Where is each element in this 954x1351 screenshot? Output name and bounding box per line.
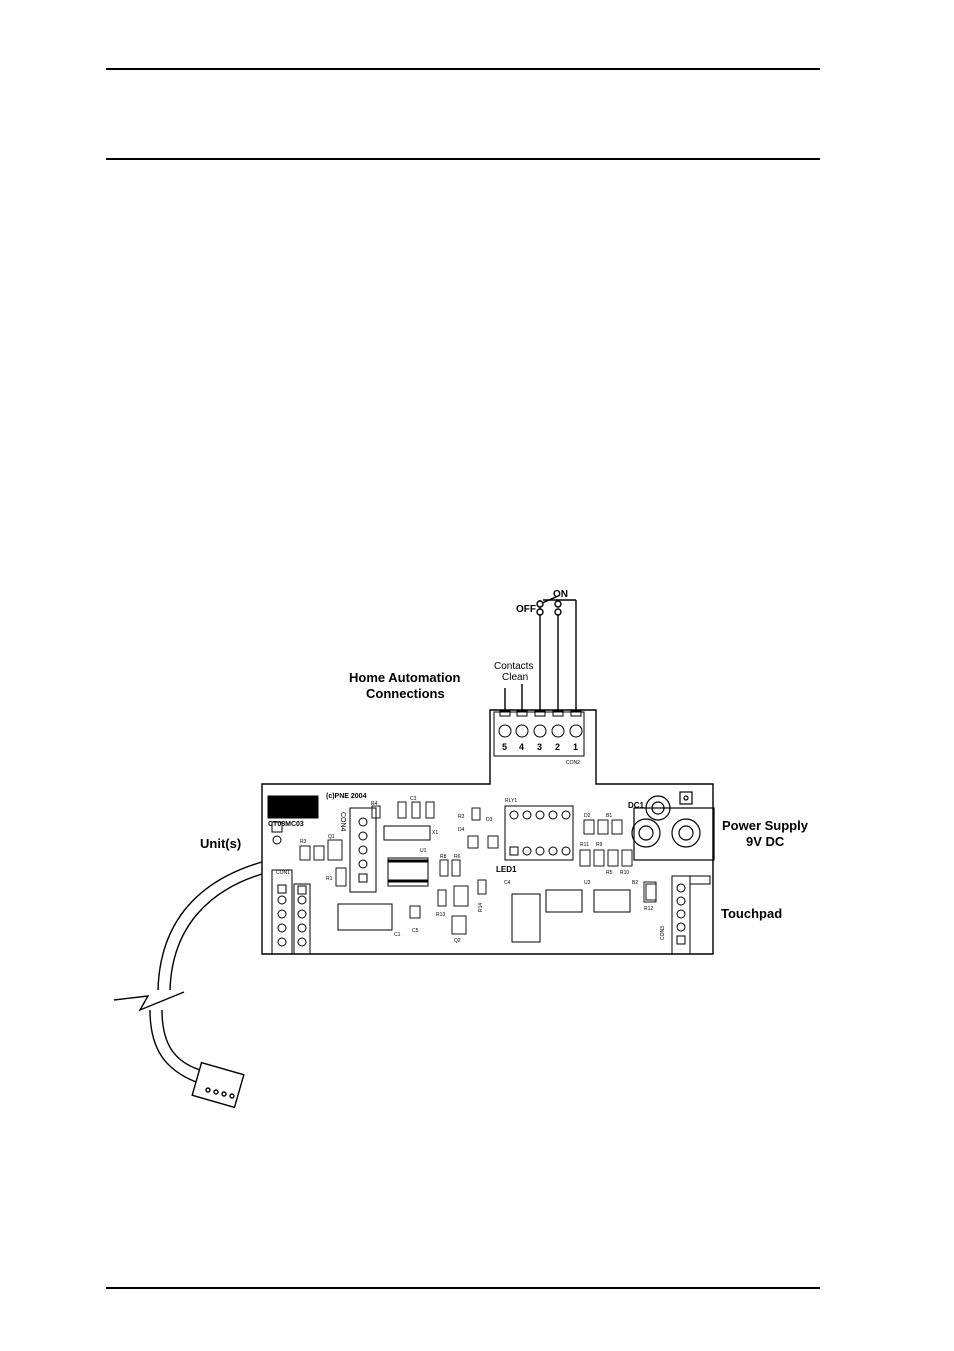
- label-c1: C1: [394, 932, 401, 938]
- label-home-automation: Home Automation: [349, 670, 461, 685]
- label-r10: R10: [620, 870, 629, 876]
- label-power-supply: Power Supply: [722, 818, 809, 833]
- terminal-number-4: 4: [519, 742, 524, 752]
- label-con2: CON2: [566, 760, 580, 766]
- label-r12: R12: [644, 906, 653, 912]
- label-con1: CON1: [276, 870, 290, 876]
- unit-headers: [271, 807, 377, 955]
- label-dc1: DC1: [628, 801, 645, 810]
- label-r6: R6: [454, 854, 461, 860]
- label-r11: R11: [580, 842, 589, 848]
- label-r5: R5: [606, 870, 613, 876]
- terminal-number-5: 5: [502, 742, 507, 752]
- label-d4: D4: [458, 827, 465, 833]
- switch-wiring: [504, 595, 577, 711]
- terminal-number-3: 3: [537, 742, 542, 752]
- label-b2: B2: [632, 880, 638, 886]
- dc-jack: [631, 791, 715, 861]
- pcb-outline: [261, 709, 714, 955]
- label-copyright: (c)PNE 2004: [326, 793, 367, 800]
- label-r3: R3: [300, 839, 307, 845]
- unit-cable: [113, 861, 263, 1109]
- label-connections: Connections: [366, 686, 445, 701]
- label-off: OFF: [516, 604, 536, 615]
- label-c3: C3: [410, 796, 417, 802]
- label-r9: R9: [596, 842, 603, 848]
- label-rly1: RLY1: [505, 798, 517, 804]
- label-r4: R4: [371, 801, 378, 807]
- terminal-number-2: 2: [555, 742, 560, 752]
- header-rule-bottom: [106, 158, 820, 160]
- relay-rly1: [504, 805, 574, 861]
- label-d3: D3: [486, 817, 493, 823]
- label-r13: R13: [436, 912, 445, 918]
- label-r1: R1: [326, 876, 333, 882]
- label-r8: R8: [440, 854, 447, 860]
- label-c4: C4: [504, 880, 511, 886]
- label-d2: D2: [584, 813, 591, 819]
- touchpad-connector: [671, 875, 711, 955]
- footer-rule: [106, 1287, 820, 1289]
- label-q2: Q2: [454, 938, 461, 944]
- label-u1: U1: [420, 848, 427, 854]
- label-r14: R14: [478, 903, 484, 912]
- label-u3: U3: [584, 880, 591, 886]
- label-con4: CON4: [339, 812, 346, 832]
- label-r2: R2: [458, 814, 465, 820]
- label-x1: X1: [432, 830, 438, 836]
- terminal-number-1: 1: [573, 742, 578, 752]
- label-contacts: Contacts: [494, 661, 533, 672]
- board-id-block: [267, 795, 319, 845]
- label-led1: LED1: [496, 865, 517, 874]
- label-board-id: CT08MC03: [268, 821, 304, 828]
- label-on: ON: [553, 589, 568, 600]
- label-clean: Clean: [502, 672, 528, 683]
- label-units: Unit(s): [200, 836, 241, 851]
- integrated-circuits: [337, 825, 631, 943]
- label-9v-dc: 9V DC: [746, 834, 785, 849]
- label-q1: Q1: [328, 834, 335, 840]
- label-con3: CON3: [660, 926, 666, 940]
- header-rule-top: [106, 68, 820, 70]
- label-c5: C5: [412, 928, 419, 934]
- smd-pads: [299, 801, 657, 935]
- label-b1: B1: [606, 813, 612, 819]
- label-touchpad: Touchpad: [721, 906, 782, 921]
